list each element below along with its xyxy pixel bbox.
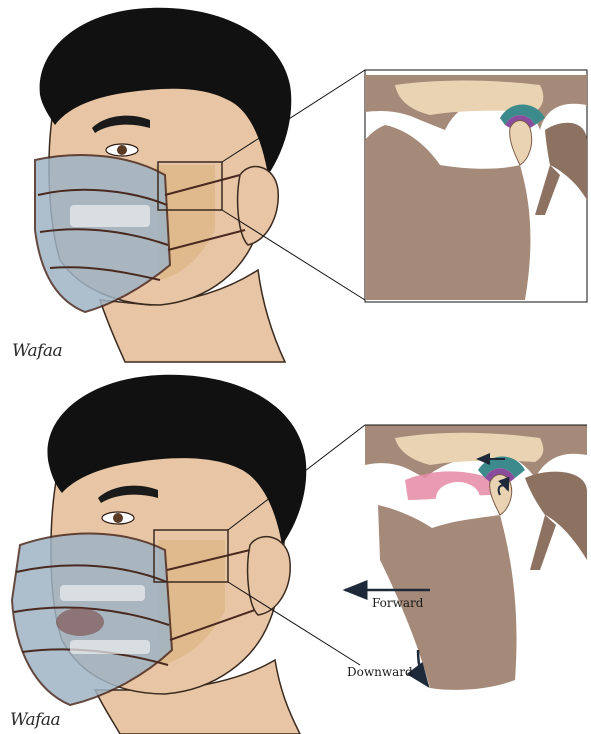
top-teeth bbox=[70, 205, 150, 227]
bottom-ear bbox=[248, 537, 291, 615]
bottom-iris bbox=[113, 513, 123, 523]
bottom-inset bbox=[365, 425, 587, 695]
bottom-mouth-opening bbox=[56, 608, 104, 636]
top-panel: Wafaa bbox=[12, 8, 587, 362]
top-inset-cavity bbox=[446, 120, 494, 160]
bottom-inset-bone-light bbox=[395, 433, 543, 465]
top-signature: Wafaa bbox=[12, 341, 62, 361]
top-iris bbox=[117, 145, 127, 155]
downward-label: Downward bbox=[347, 665, 413, 679]
top-ear bbox=[238, 167, 279, 245]
bottom-teeth-upper bbox=[60, 585, 145, 601]
bottom-inset-cavity bbox=[436, 482, 480, 514]
forward-label: Forward bbox=[372, 596, 424, 610]
bottom-signature: Wafaa bbox=[10, 710, 60, 730]
top-inset bbox=[365, 70, 587, 302]
bottom-panel: Forward Downward Wafaa bbox=[10, 375, 587, 734]
bottom-teeth-lower bbox=[70, 640, 150, 654]
